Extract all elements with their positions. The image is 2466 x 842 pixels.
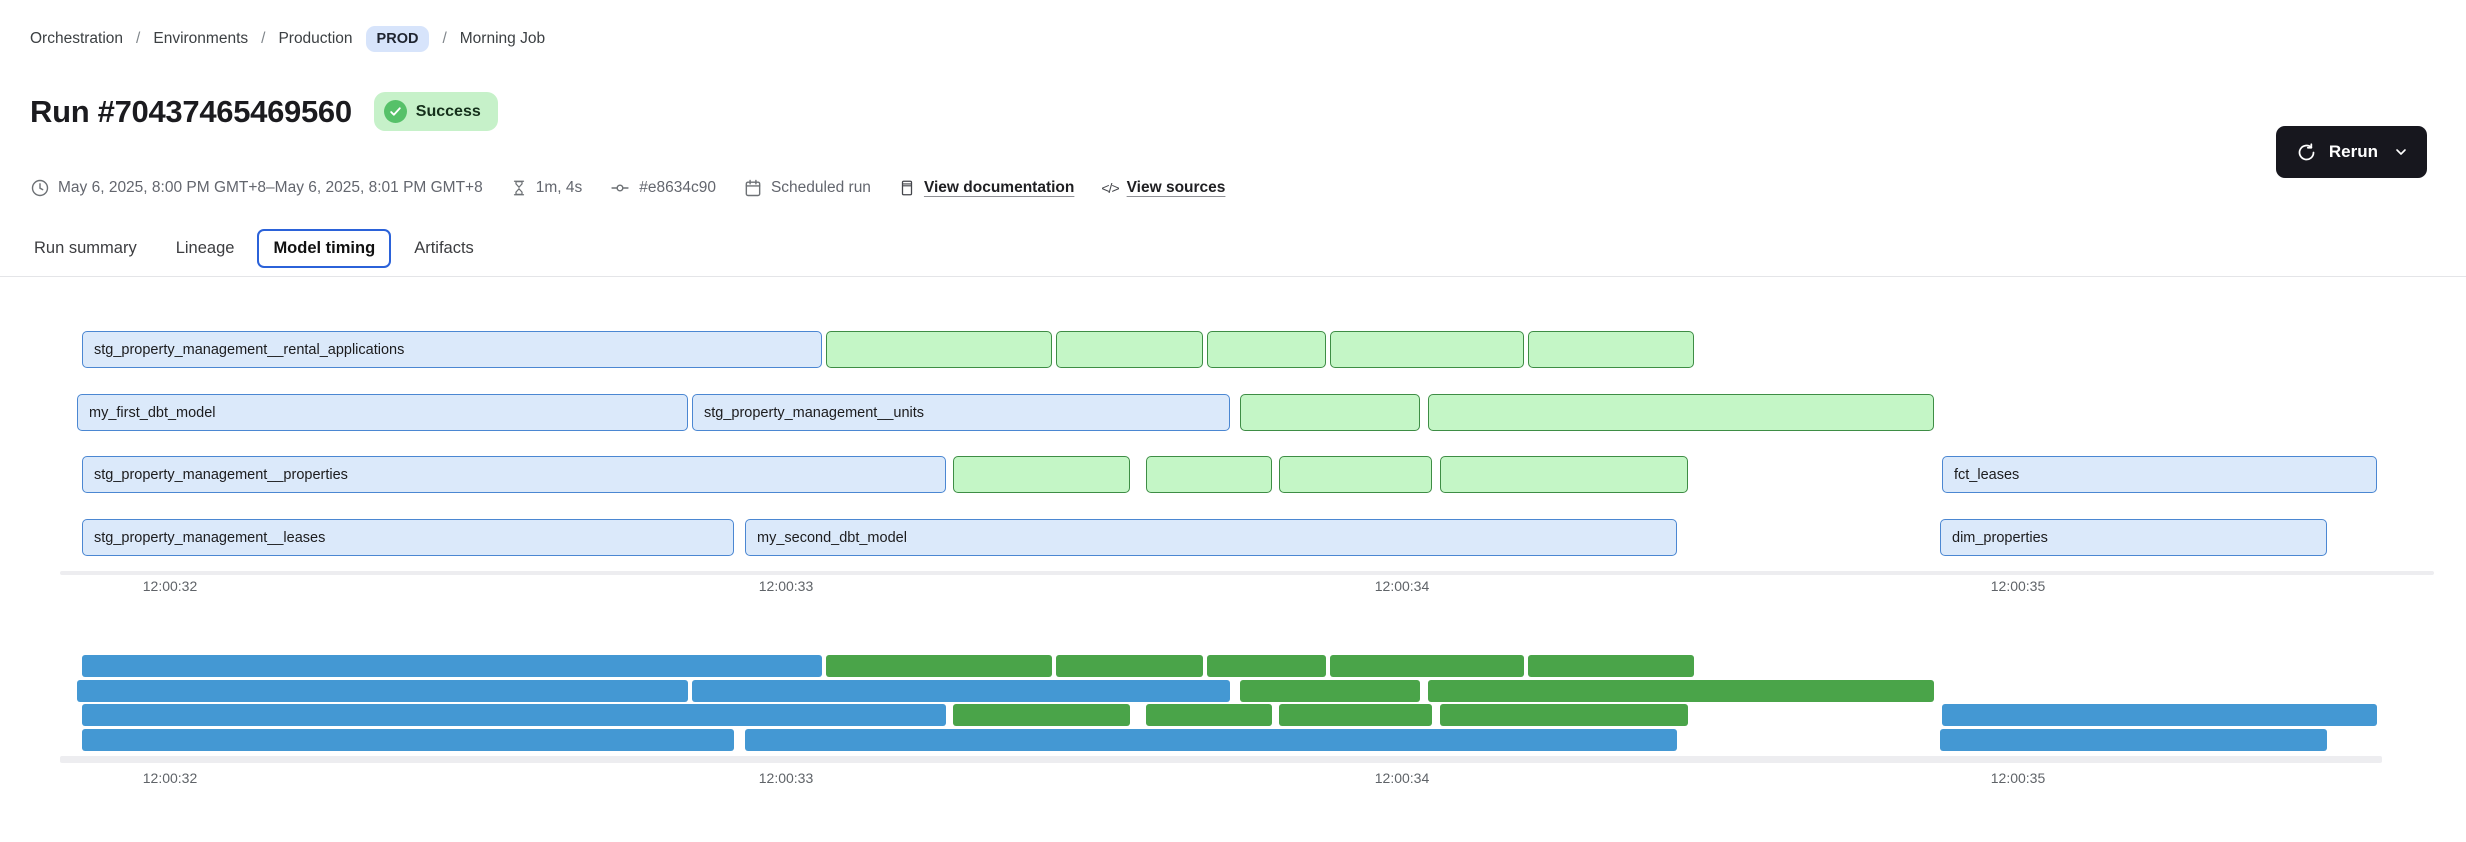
gantt-bar[interactable] bbox=[953, 456, 1130, 493]
minimap-bar[interactable] bbox=[1940, 729, 2327, 751]
model-name-label: stg_property_management__rental_applicat… bbox=[83, 342, 404, 358]
gantt-bar[interactable]: stg_property_management__units bbox=[692, 394, 1230, 431]
gantt-bar[interactable] bbox=[1056, 331, 1203, 368]
minimap-bar[interactable] bbox=[82, 729, 734, 751]
minimap-brush-track[interactable] bbox=[60, 756, 2382, 763]
gantt-bar[interactable] bbox=[1146, 456, 1272, 493]
minimap-axis-tick-label: 12:00:35 bbox=[1991, 770, 2046, 786]
minimap-bar[interactable] bbox=[1279, 704, 1432, 726]
model-name-label: my_first_dbt_model bbox=[78, 405, 216, 421]
gantt-bar[interactable] bbox=[1279, 456, 1432, 493]
gantt-bar[interactable]: my_second_dbt_model bbox=[745, 519, 1677, 556]
model-name-label: fct_leases bbox=[1943, 467, 2019, 483]
gantt-bar[interactable]: stg_property_management__rental_applicat… bbox=[82, 331, 822, 368]
model-name-label: stg_property_management__leases bbox=[83, 530, 325, 546]
gantt-bar[interactable] bbox=[1440, 456, 1688, 493]
minimap-axis-tick-label: 12:00:33 bbox=[759, 770, 814, 786]
gantt-bar[interactable] bbox=[1528, 331, 1694, 368]
minimap-axis-tick-label: 12:00:34 bbox=[1375, 770, 1430, 786]
gantt-bar[interactable]: stg_property_management__leases bbox=[82, 519, 734, 556]
gantt-bar[interactable]: my_first_dbt_model bbox=[77, 394, 688, 431]
minimap-bar[interactable] bbox=[1428, 680, 1934, 702]
minimap-bar[interactable] bbox=[1207, 655, 1326, 677]
minimap-bar[interactable] bbox=[82, 704, 946, 726]
minimap-bar[interactable] bbox=[692, 680, 1230, 702]
gantt-bar[interactable] bbox=[1428, 394, 1934, 431]
axis-tick-label: 12:00:33 bbox=[759, 578, 814, 594]
minimap-bar[interactable] bbox=[77, 680, 688, 702]
model-name-label: stg_property_management__properties bbox=[83, 467, 348, 483]
model-name-label: stg_property_management__units bbox=[693, 405, 924, 421]
gantt-bar[interactable] bbox=[1330, 331, 1524, 368]
axis-tick-label: 12:00:32 bbox=[143, 578, 198, 594]
gantt-bar[interactable]: fct_leases bbox=[1942, 456, 2377, 493]
minimap-bar[interactable] bbox=[1330, 655, 1524, 677]
minimap-bar[interactable] bbox=[826, 655, 1052, 677]
minimap-bar[interactable] bbox=[1056, 655, 1203, 677]
gantt-bar[interactable]: stg_property_management__properties bbox=[82, 456, 946, 493]
minimap-bar[interactable] bbox=[1240, 680, 1420, 702]
gantt-bar[interactable] bbox=[1207, 331, 1326, 368]
axis-tick-label: 12:00:34 bbox=[1375, 578, 1430, 594]
time-axis-line bbox=[60, 571, 2434, 575]
minimap-bar[interactable] bbox=[1440, 704, 1688, 726]
minimap-bar[interactable] bbox=[953, 704, 1130, 726]
minimap-bar[interactable] bbox=[1942, 704, 2377, 726]
minimap-axis-tick-label: 12:00:32 bbox=[143, 770, 198, 786]
minimap-bar[interactable] bbox=[1528, 655, 1694, 677]
gantt-bar[interactable] bbox=[1240, 394, 1420, 431]
minimap-bar[interactable] bbox=[82, 655, 822, 677]
model-name-label: dim_properties bbox=[1941, 530, 2048, 546]
axis-tick-label: 12:00:35 bbox=[1991, 578, 2046, 594]
gantt-bar[interactable] bbox=[826, 331, 1052, 368]
minimap-bar[interactable] bbox=[745, 729, 1677, 751]
minimap-bar[interactable] bbox=[1146, 704, 1272, 726]
gantt-bar[interactable]: dim_properties bbox=[1940, 519, 2327, 556]
model-name-label: my_second_dbt_model bbox=[746, 530, 907, 546]
